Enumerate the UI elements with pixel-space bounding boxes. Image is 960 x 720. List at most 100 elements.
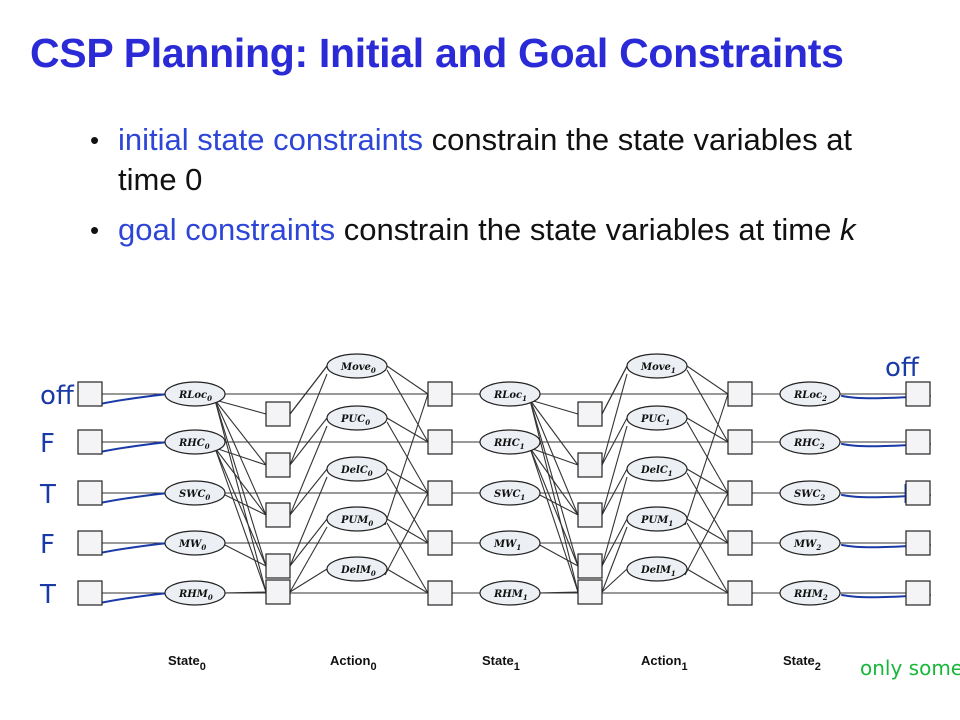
transition-constraint-box (727, 480, 753, 506)
precondition-box (577, 579, 603, 605)
action-node-delm-1-shape (626, 556, 688, 582)
goal-constraint-box (905, 530, 931, 556)
edge-fan (529, 399, 579, 567)
edge-action-mid (384, 393, 429, 526)
transition-constraint-box (427, 429, 453, 455)
state-node-rloc-2-label: RLoc2 (793, 390, 827, 403)
action-node-delm-0: DelM0 (326, 556, 388, 582)
bullet-text: constrain the state variables at time 0 (118, 122, 853, 197)
edge-fan (529, 399, 579, 466)
initial-constraint-box (77, 580, 103, 606)
only-some-note: only some (860, 656, 960, 680)
state-node-rhc-0: RHC0 (164, 429, 226, 455)
action-node-pum-1: PUM1 (626, 506, 688, 532)
edge-fan (529, 399, 579, 516)
state-node-swc-0: SWC0 (164, 480, 226, 506)
ink-initial-stroke (99, 592, 169, 604)
action-node-move-1: Move1 (626, 353, 688, 379)
action-node-pum-0: PUM0 (326, 506, 388, 532)
edge-action-mid (686, 522, 729, 594)
transition-constraint-box (727, 381, 753, 407)
edge-box-action (289, 373, 328, 466)
action-node-puc-0-shape (326, 405, 388, 431)
edge-box-action (289, 568, 328, 593)
initial-annotation-0: off (40, 381, 75, 411)
precondition-box (577, 553, 603, 579)
edge-action-mid (386, 417, 429, 443)
state-node-rloc-1: RLoc1 (479, 381, 541, 407)
edge-fan (214, 399, 267, 466)
state-node-rhm-0: RHM0 (164, 580, 226, 606)
edge-action-mid (686, 369, 729, 443)
state-node-swc-1: SWC1 (479, 480, 541, 506)
edge-box-action (289, 468, 328, 516)
edge-action-mid (684, 393, 729, 526)
state-node-rhm-2-shape (779, 580, 841, 606)
edge-action-mid (686, 472, 729, 544)
state-node-rloc-1-label: RLoc1 (493, 390, 527, 403)
action-node-delc-1-shape (626, 456, 688, 482)
edge-box-action (289, 526, 328, 593)
action-node-delc-1: DelC1 (626, 456, 688, 482)
ink-initial-stroke (99, 393, 169, 405)
action-node-delm-1-label: DelM1 (640, 565, 676, 578)
state-node-mw-0-label: MW0 (178, 539, 206, 552)
initial-annotation-3: F (40, 530, 55, 560)
initial-annotation-2: T (39, 480, 56, 510)
edge-fan (214, 399, 267, 567)
state-node-mw-0: MW0 (164, 530, 226, 556)
ink-initial-stroke (99, 492, 169, 504)
transition-constraint-box (427, 530, 453, 556)
transition-constraint-box (727, 580, 753, 606)
edge-box-action (601, 568, 628, 593)
action-node-puc-0: PUC0 (326, 405, 388, 431)
slide-title: CSP Planning: Initial and Goal Constrain… (30, 30, 844, 76)
transition-constraint-box (727, 530, 753, 556)
state-node-rhc-2-label: RHC2 (793, 438, 825, 451)
edge-box-action (601, 417, 628, 466)
bullet-highlight: goal constraints (118, 212, 336, 247)
state-node-rhm-0-label: RHM0 (178, 589, 213, 602)
precondition-box (265, 553, 291, 579)
edge-action-mid (386, 472, 429, 544)
edge-fan (535, 492, 579, 516)
edge-action-mid (686, 365, 729, 395)
bullet-italic: k (839, 212, 856, 247)
precondition-box (577, 401, 603, 427)
edge-action-mid (384, 492, 429, 576)
goal-constraint-box (905, 429, 931, 455)
action-node-puc-0-label: PUC0 (340, 414, 370, 427)
state-node-rloc-0: RLoc0 (164, 381, 226, 407)
state-node-mw-2-label: MW2 (793, 539, 821, 552)
ink-initial-stroke (99, 542, 169, 554)
edge-fan (535, 542, 579, 567)
state-node-swc-0-shape (164, 480, 226, 506)
state-node-rhc-2: RHC2 (779, 429, 841, 455)
action-node-delm-0-shape (326, 556, 388, 582)
state-node-mw-2-shape (779, 530, 841, 556)
edge-box-action (601, 425, 628, 516)
edge-action-mid (684, 492, 729, 576)
state-node-rloc-2: RLoc2 (779, 381, 841, 407)
edge-box-action (601, 518, 628, 567)
state-node-rhm-1-label: RHM1 (493, 589, 528, 602)
state-node-rhc-1-shape (479, 429, 541, 455)
bullet-highlight: initial state constraints (118, 122, 423, 157)
goal-constraint-box (905, 580, 931, 606)
edge-fan (214, 399, 267, 516)
state-node-rhc-2-shape (779, 429, 841, 455)
state-node-mw-1-label: MW1 (493, 539, 521, 552)
action-node-puc-1-label: PUC1 (640, 414, 670, 427)
edge-box-action (601, 526, 628, 593)
goal-constraint-box (905, 381, 931, 407)
state-node-rhm-2: RHM2 (779, 580, 841, 606)
state-node-rloc-0-label: RLoc0 (178, 390, 212, 403)
action-node-delc-0: DelC0 (326, 456, 388, 482)
edge-action-mid (386, 468, 429, 494)
action-node-delc-0-shape (326, 456, 388, 482)
bullet-item-goal: • goal constraints constrain the state v… (88, 210, 888, 250)
action-node-pum-1-label: PUM1 (640, 515, 673, 528)
state-node-rhm-1-shape (479, 580, 541, 606)
state-node-swc-2-label: SWC2 (794, 489, 825, 502)
